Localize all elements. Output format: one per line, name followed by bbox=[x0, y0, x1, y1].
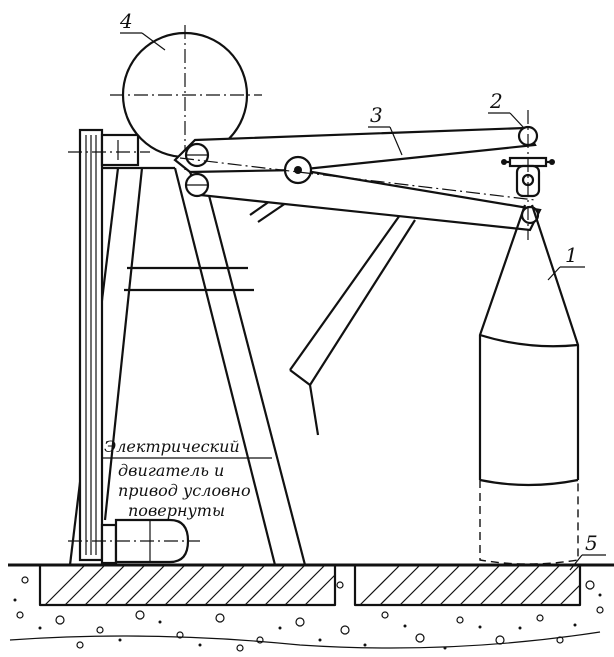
stand-frame bbox=[68, 166, 429, 566]
hanger bbox=[501, 110, 555, 240]
foundation-hatching bbox=[44, 564, 581, 606]
foundation-block-left bbox=[38, 563, 337, 607]
label-1: 1 bbox=[565, 243, 578, 267]
drum bbox=[110, 25, 262, 170]
lever-assembly bbox=[173, 125, 542, 232]
note-line-4: повернуты bbox=[128, 501, 225, 520]
belt-drive bbox=[68, 128, 200, 565]
note-line-3: привод условно bbox=[118, 481, 251, 500]
bag bbox=[478, 204, 580, 565]
label-5: 5 bbox=[585, 531, 598, 555]
note-line-1: Электрический bbox=[104, 437, 240, 456]
bag-left-side bbox=[478, 204, 527, 480]
concrete-texture bbox=[9, 576, 604, 652]
label-3: 3 bbox=[370, 103, 383, 127]
ground bbox=[8, 563, 614, 652]
label-2: 2 bbox=[489, 89, 503, 113]
note-line-2: двигатель и bbox=[118, 461, 224, 480]
lower-lever bbox=[188, 168, 542, 232]
bag-bottom-hidden bbox=[479, 480, 579, 565]
motor-coupling bbox=[100, 523, 118, 565]
top-pulley-hub bbox=[100, 133, 140, 167]
callouts: 4 2 3 1 5 Электрический двигатель и прив… bbox=[102, 9, 606, 571]
label-4: 4 bbox=[119, 9, 133, 33]
